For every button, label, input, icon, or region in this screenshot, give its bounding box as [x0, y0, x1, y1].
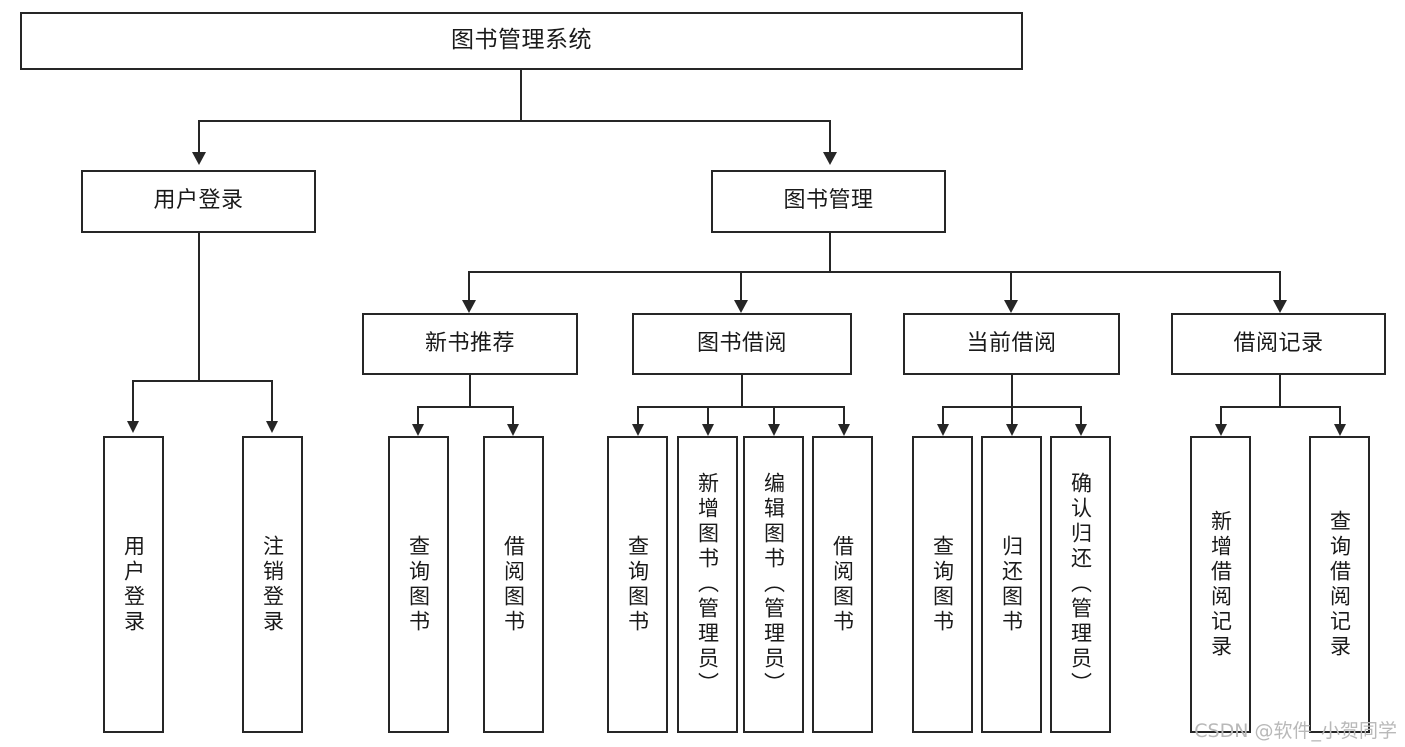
leaf-cb-return-book[interactable]: 归还图书 — [981, 436, 1042, 733]
node-user-login[interactable]: 用户登录 — [81, 170, 316, 233]
arrow-cb-to-leaf-3 — [1075, 424, 1087, 436]
edge-user-login-to-leaf-2 — [271, 380, 273, 422]
node-book-management[interactable]: 图书管理 — [711, 170, 946, 233]
arrow-user-login-to-leaf-1 — [127, 421, 139, 433]
edge-bm-to-current-borrow — [1010, 271, 1012, 301]
node-label: 新增图书（管理员） — [695, 472, 720, 697]
node-current-borrow[interactable]: 当前借阅 — [903, 313, 1120, 375]
arrow-user-login-to-leaf-2 — [266, 421, 278, 433]
node-label: 图书管理系统 — [451, 27, 592, 54]
edge-cb-to-leaf-1 — [942, 406, 944, 428]
arrow-nbr-to-leaf-2 — [507, 424, 519, 436]
edge-bm-to-borrow-record — [1279, 271, 1281, 301]
node-label: 用户登录 — [153, 188, 244, 214]
node-book-borrow[interactable]: 图书借阅 — [632, 313, 852, 375]
edge-bb-bus — [637, 406, 845, 408]
leaf-user-login-login[interactable]: 用户登录 — [103, 436, 164, 733]
arrow-br-to-leaf-2 — [1334, 424, 1346, 436]
node-label: 查询图书 — [625, 534, 650, 635]
arrow-br-to-leaf-1 — [1215, 424, 1227, 436]
node-label: 用户登录 — [121, 534, 146, 635]
node-new-book-recommend[interactable]: 新书推荐 — [362, 313, 578, 375]
edge-br-to-leaf-1 — [1220, 406, 1222, 428]
node-label: 归还图书 — [999, 534, 1024, 635]
node-label: 查询借阅记录 — [1327, 509, 1352, 660]
leaf-bb-add-book-admin[interactable]: 新增图书（管理员） — [677, 436, 738, 733]
edge-nbr-bus — [417, 406, 513, 408]
edge-br-bus — [1220, 406, 1340, 408]
arrow-bb-to-leaf-1 — [632, 424, 644, 436]
node-label: 借阅图书 — [501, 534, 526, 635]
node-label: 图书借阅 — [696, 330, 787, 356]
edge-bb-to-leaf-4 — [843, 406, 845, 428]
edge-nbr-to-leaf-1 — [417, 406, 419, 428]
node-label: 查询图书 — [930, 534, 955, 635]
arrow-nbr-to-leaf-1 — [412, 424, 424, 436]
edge-cb-to-leaf-2 — [1011, 406, 1013, 428]
arrow-bm-to-new-book — [462, 300, 476, 313]
arrow-cb-to-leaf-2 — [1006, 424, 1018, 436]
arrow-bb-to-leaf-2 — [702, 424, 714, 436]
edge-cb-to-leaf-3 — [1080, 406, 1082, 428]
edge-br-stem — [1279, 375, 1281, 406]
edge-bb-to-leaf-3 — [773, 406, 775, 428]
node-label: 注销登录 — [260, 534, 285, 635]
leaf-br-query-record[interactable]: 查询借阅记录 — [1309, 436, 1370, 733]
node-root-book-management-system[interactable]: 图书管理系统 — [20, 12, 1023, 70]
leaf-cb-query-book[interactable]: 查询图书 — [912, 436, 973, 733]
node-label: 借阅记录 — [1233, 330, 1324, 356]
leaf-bb-borrow-book[interactable]: 借阅图书 — [812, 436, 873, 733]
arrow-bm-to-current-borrow — [1004, 300, 1018, 313]
leaf-user-login-logout[interactable]: 注销登录 — [242, 436, 303, 733]
leaf-nbr-borrow-book[interactable]: 借阅图书 — [483, 436, 544, 733]
node-label: 图书管理 — [783, 188, 874, 214]
arrow-root-to-book-management — [823, 152, 837, 165]
arrow-cb-to-leaf-1 — [937, 424, 949, 436]
node-borrow-record[interactable]: 借阅记录 — [1171, 313, 1386, 375]
arrow-bm-to-borrow-record — [1273, 300, 1287, 313]
arrow-bb-to-leaf-4 — [838, 424, 850, 436]
leaf-br-add-record[interactable]: 新增借阅记录 — [1190, 436, 1251, 733]
edge-book-management-bus — [468, 271, 1280, 273]
edge-user-login-bus — [132, 380, 272, 382]
node-label: 当前借阅 — [966, 330, 1057, 356]
edge-bb-stem — [741, 375, 743, 406]
edge-root-to-user-login — [198, 120, 200, 153]
edge-root-bus — [198, 120, 830, 122]
leaf-bb-edit-book-admin[interactable]: 编辑图书（管理员） — [743, 436, 804, 733]
edge-user-login-stem — [198, 233, 200, 380]
edge-book-management-stem — [829, 233, 831, 271]
edge-bm-to-book-borrow — [740, 271, 742, 301]
edge-user-login-to-leaf-1 — [132, 380, 134, 422]
node-label: 借阅图书 — [830, 534, 855, 635]
arrow-bb-to-leaf-3 — [768, 424, 780, 436]
edge-br-to-leaf-2 — [1339, 406, 1341, 428]
edge-bm-to-new-book — [468, 271, 470, 301]
leaf-bb-query-book[interactable]: 查询图书 — [607, 436, 668, 733]
node-label: 新书推荐 — [424, 330, 515, 356]
leaf-cb-confirm-return-admin[interactable]: 确认归还（管理员） — [1050, 436, 1111, 733]
node-label: 确认归还（管理员） — [1068, 472, 1093, 697]
edge-cb-stem — [1011, 375, 1013, 406]
edge-root-to-book-management — [829, 120, 831, 153]
edge-bb-to-leaf-1 — [637, 406, 639, 428]
leaf-nbr-query-book[interactable]: 查询图书 — [388, 436, 449, 733]
node-label: 新增借阅记录 — [1208, 509, 1233, 660]
edge-nbr-stem — [469, 375, 471, 406]
arrow-root-to-user-login — [192, 152, 206, 165]
arrow-bm-to-book-borrow — [734, 300, 748, 313]
edge-root-stem — [520, 70, 522, 120]
edge-nbr-to-leaf-2 — [512, 406, 514, 428]
edge-bb-to-leaf-2 — [707, 406, 709, 428]
node-label: 查询图书 — [406, 534, 431, 635]
node-label: 编辑图书（管理员） — [761, 472, 786, 697]
